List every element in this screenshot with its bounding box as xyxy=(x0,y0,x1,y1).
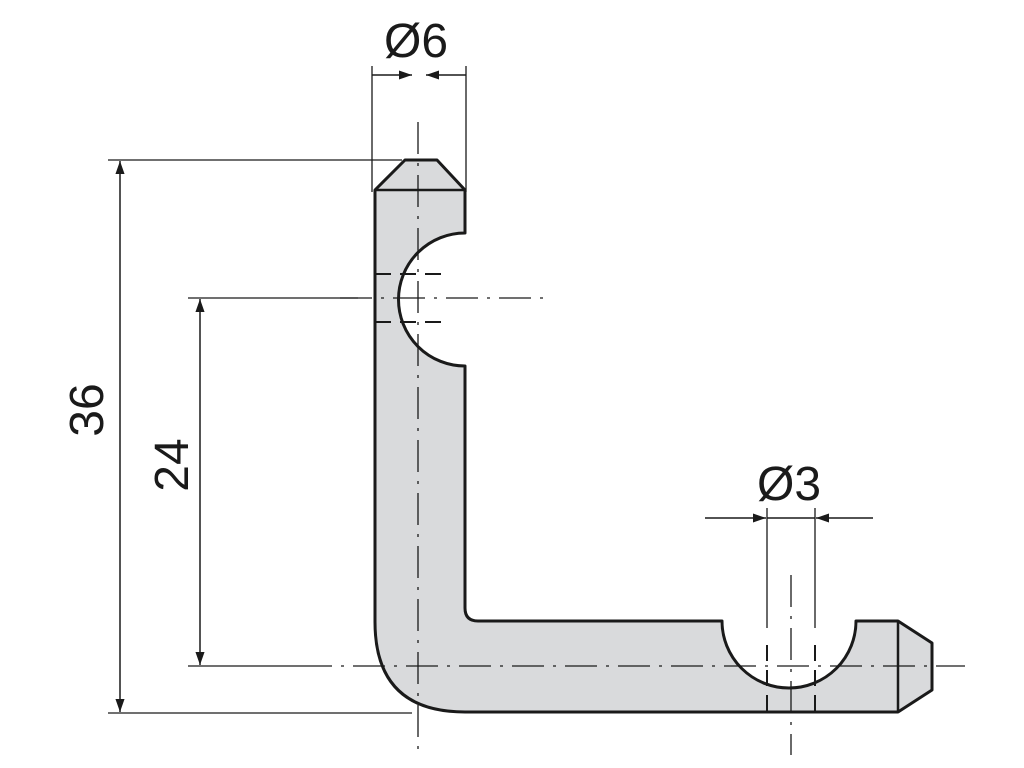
extension-lines xyxy=(108,66,816,714)
upper-hole-hidden-lines xyxy=(375,273,446,323)
top-diameter-label: Ø6 xyxy=(384,15,448,68)
bottom-diameter-label: Ø3 xyxy=(757,458,821,511)
overall-height-label: 36 xyxy=(61,383,114,436)
center-height-label: 24 xyxy=(146,438,199,491)
l-pin-body xyxy=(373,158,934,714)
lower-hole-hidden-lines xyxy=(766,645,816,712)
center-lines xyxy=(300,122,965,755)
dimension-lines xyxy=(115,70,873,712)
